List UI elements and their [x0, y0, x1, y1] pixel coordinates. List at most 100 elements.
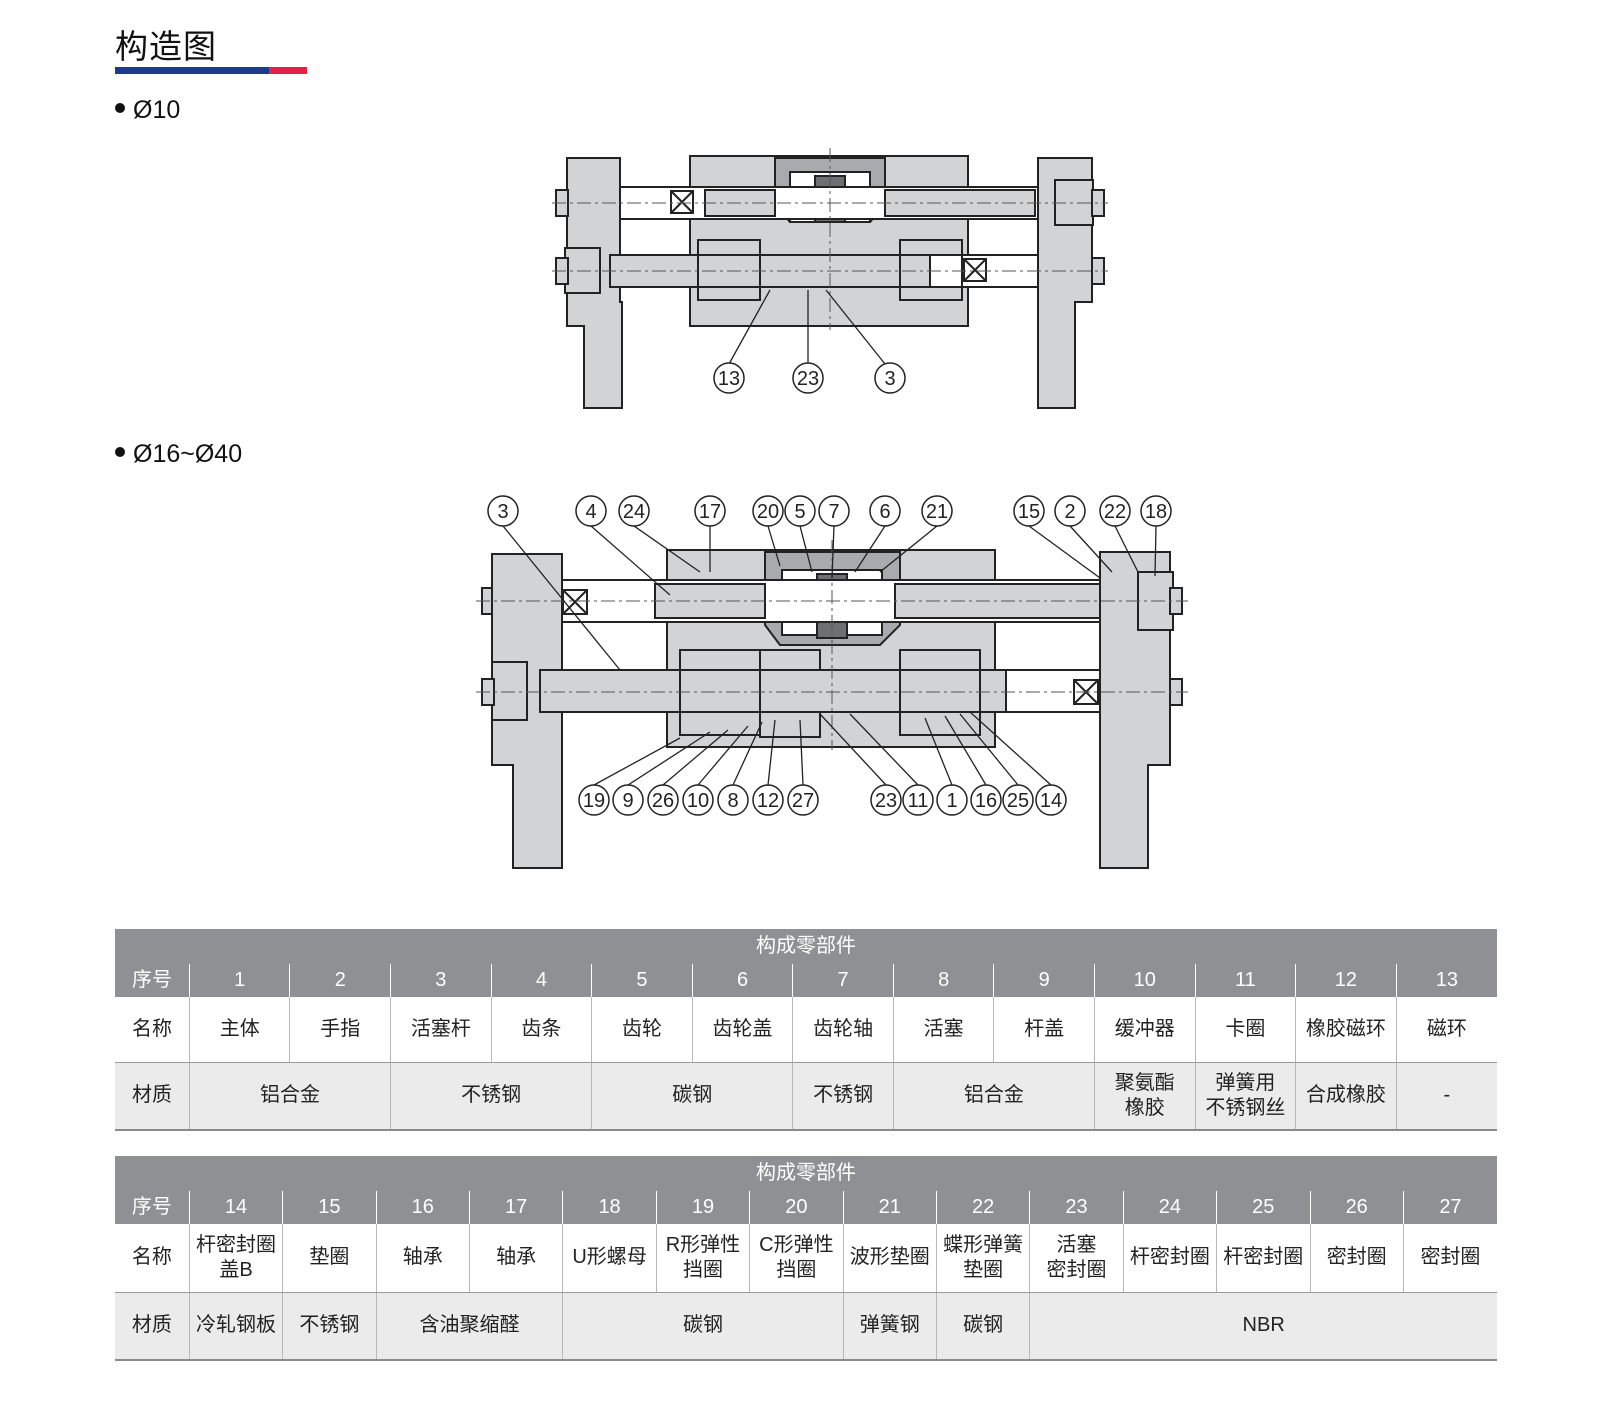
parts-table-1-seq-11: 11	[1194, 964, 1296, 997]
parts-table-1-material-5: 铝合金	[892, 1062, 1095, 1131]
parts-table-1-material-9: -	[1395, 1062, 1497, 1131]
d16-40-top-callout-label-3: 3	[497, 501, 508, 523]
section-heading-d10-text: Ø10	[133, 96, 181, 124]
parts-table-1-seq-4: 4	[490, 964, 592, 997]
d16-40-top-callout-label-22: 22	[1104, 501, 1126, 523]
parts-table-2-name-15: 垫圈	[282, 1224, 377, 1293]
d16-40-top-callout-circle-7	[818, 495, 850, 527]
d16-40-top-callout-circle-5	[784, 495, 816, 527]
d16-40-top-callout-circle-24	[618, 495, 650, 527]
parts-table-1-name-4: 齿条	[490, 997, 592, 1063]
parts-table-2-seq-21: 21	[842, 1191, 937, 1224]
parts-table-1-material-label: 材质	[115, 1062, 190, 1131]
parts-table-2-name-17: 轴承	[468, 1224, 563, 1293]
d16-40-bottom-callout-label-12: 12	[757, 790, 779, 812]
d16-40-leader-14	[969, 711, 1052, 786]
d16-40-top-callout-circle-20	[752, 495, 784, 527]
parts-table-1-material-2: 不锈钢	[390, 1062, 592, 1131]
parts-table-1-name-2: 手指	[289, 997, 391, 1063]
parts-table-1-seq-12: 12	[1295, 964, 1397, 997]
parts-table-1-material-row: 材质铝合金不锈钢碳钢不锈钢铝合金聚氨酯橡胶弹簧用不锈钢丝合成橡胶-	[115, 1062, 1497, 1131]
d16-40-top-callout-circle-18	[1140, 495, 1172, 527]
parts-table-2-seq-16: 16	[375, 1191, 470, 1224]
d16-40-bottom-callout-label-16: 16	[975, 790, 997, 812]
d16-40-top-callout-label-5: 5	[794, 501, 805, 523]
d16-40-top-callout-circle-15	[1013, 495, 1045, 527]
parts-table-2-header: 构成零部件	[115, 1156, 1497, 1191]
d10-callout-label-13: 13	[718, 368, 740, 390]
d16-40-leader-5	[799, 525, 813, 573]
parts-table-2-name-19: R形弹性挡圈	[655, 1224, 750, 1293]
d16-40-top-callout-label-15: 15	[1018, 501, 1040, 523]
parts-table-2-material-label: 材质	[115, 1292, 190, 1361]
parts-table-2-material-1: 冷轧钢板	[188, 1292, 283, 1361]
d16-40-leader-12	[767, 719, 776, 786]
d10-callout-circle-13	[713, 362, 745, 394]
d10-callout-circle-3	[874, 362, 906, 394]
page-title: 构造图	[115, 28, 217, 65]
d16-40-leader-19	[593, 737, 681, 786]
title-underline-blue	[115, 67, 269, 74]
d16-40-top-callout-label-17: 17	[699, 501, 721, 523]
parts-table-1-material-8: 合成橡胶	[1295, 1062, 1397, 1131]
d16-40-bottom-callout-circle-12	[752, 784, 784, 816]
d16-40-bottom-callout-circle-9	[612, 784, 644, 816]
parts-table-1-name-8: 活塞	[892, 997, 994, 1063]
parts-table-1-name-5: 齿轮	[591, 997, 693, 1063]
parts-table-1-name-row: 名称主体手指活塞杆齿条齿轮齿轮盖齿轮轴活塞杆盖缓冲器卡圈橡胶磁环磁环	[115, 997, 1497, 1063]
d10-callout-circle-23	[792, 362, 824, 394]
d16-40-bottom-callout-circle-26	[647, 784, 679, 816]
d16-40-bottom-callout-circle-10	[682, 784, 714, 816]
parts-table-2-material-3: 含油聚缩醛	[375, 1292, 563, 1361]
d16-40-leader-22	[1114, 525, 1139, 573]
parts-table-1-header: 构成零部件	[115, 929, 1497, 964]
parts-table-1-material-6: 聚氨酯橡胶	[1093, 1062, 1196, 1131]
d16-40-leader-16	[944, 715, 987, 786]
d16-40-leader-8	[732, 721, 763, 786]
parts-table-2-name-26: 密封圈	[1309, 1224, 1404, 1293]
d16-40-top-callout-circle-22	[1099, 495, 1131, 527]
parts-table-1-name-6: 齿轮盖	[691, 997, 793, 1063]
parts-table-2-name-23: 活塞密封圈	[1029, 1224, 1124, 1293]
parts-table-1-name-7: 齿轮轴	[792, 997, 894, 1063]
parts-table-2-name-18: U形螺母	[562, 1224, 657, 1293]
title-underline-red	[269, 67, 307, 74]
parts-table-2-name-27: 密封圈	[1402, 1224, 1497, 1293]
d16-40-bottom-callout-circle-23	[870, 784, 902, 816]
parts-table-2-seq-17: 17	[468, 1191, 563, 1224]
section-heading-d16-40: Ø16~Ø40	[115, 440, 242, 469]
parts-table-2-seq-26: 26	[1309, 1191, 1404, 1224]
parts-table-1-seq-8: 8	[892, 964, 994, 997]
d16-40-bottom-callout-label-8: 8	[727, 790, 738, 812]
d16-40-bottom-callout-circle-27	[787, 784, 819, 816]
d16-40-bottom-callout-label-19: 19	[583, 790, 605, 812]
parts-table-1-name-1: 主体	[188, 997, 290, 1063]
parts-table-2-seq-14: 14	[188, 1191, 283, 1224]
parts-table-1-name-12: 橡胶磁环	[1295, 997, 1397, 1063]
parts-table-2-seq-25: 25	[1216, 1191, 1310, 1224]
bullet-icon	[115, 103, 125, 114]
d16-40-top-callout-label-18: 18	[1145, 501, 1167, 523]
d16-40-leader-25	[959, 713, 1019, 786]
d16-40-top-callout-label-6: 6	[879, 501, 890, 523]
d16-40-top-callout-circle-2	[1054, 495, 1086, 527]
d16-40-bottom-callout-label-9: 9	[622, 790, 633, 812]
d10-callout-label-23: 23	[797, 368, 819, 390]
d16-40-top-callout-circle-6	[869, 495, 901, 527]
parts-table-2-material-6: 碳钢	[935, 1292, 1030, 1361]
d16-40-leader-23	[819, 713, 887, 786]
parts-table-1-material-3: 碳钢	[591, 1062, 793, 1131]
d16-40-bottom-callout-circle-25	[1002, 784, 1034, 816]
parts-table-2-name-24: 杆密封圈	[1122, 1224, 1217, 1293]
d16-40-bottom-callout-label-23: 23	[875, 790, 897, 812]
d10-center-lines	[552, 148, 1108, 330]
